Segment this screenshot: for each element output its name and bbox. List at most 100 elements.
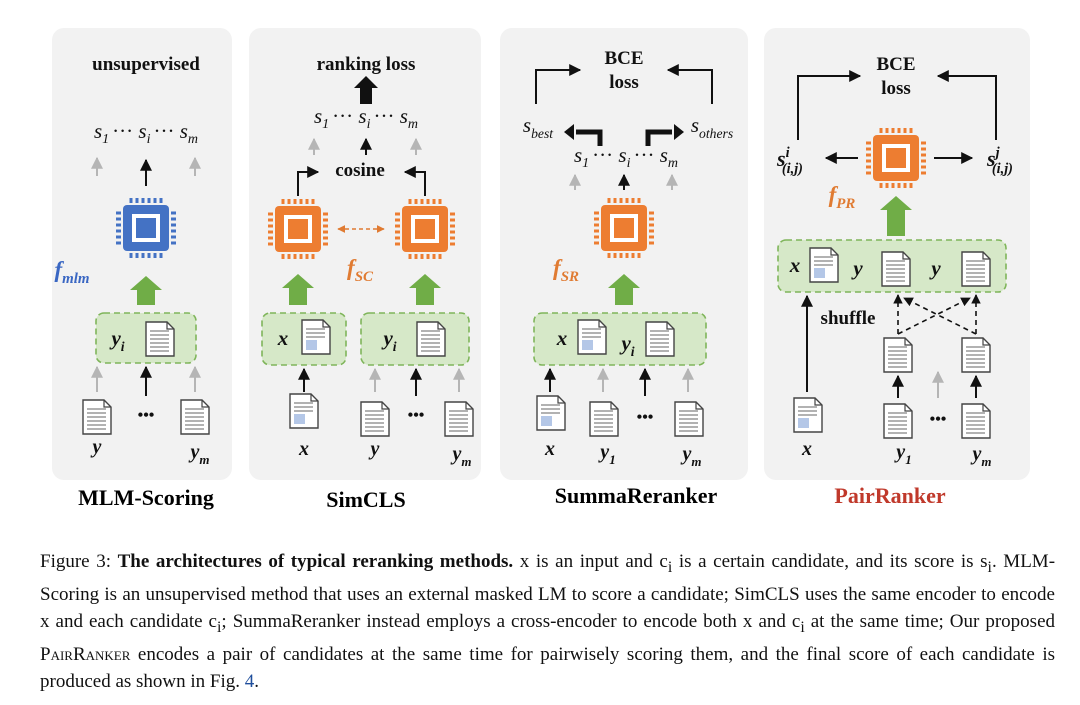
pair-input-label-x: x <box>801 438 812 460</box>
pair-loss-right-arrow <box>936 70 997 140</box>
simcls-cosine-label: cosine <box>335 160 385 181</box>
caption-fig-ref-link[interactable]: 4 <box>244 670 255 692</box>
summa-best-curve-head <box>564 124 574 140</box>
pair-header-bce: BCE <box>876 54 915 75</box>
simcls-input-box-y <box>360 312 470 366</box>
panel-title-summa: SummaReranker <box>555 483 718 508</box>
simcls-f-label: fSC <box>347 255 374 285</box>
pair-box-x-doc-icon <box>809 247 839 283</box>
pair-encoder-chip-icon <box>866 128 926 188</box>
pair-box-y2-doc-icon <box>961 251 991 287</box>
simcls-green-arrow-right <box>409 274 441 305</box>
simcls-input-label-y: y <box>369 438 380 460</box>
summa-input-label-x: x <box>544 438 555 460</box>
mlm-input-doc-2-icon <box>180 399 210 435</box>
pair-mid-doc-1-icon <box>883 337 913 373</box>
summa-loss-right-arrow <box>666 64 713 104</box>
caption-seg3: . MLM-Scoring is an unsupervised method … <box>40 551 1056 632</box>
summa-scores-row: s1··· si··· sm <box>574 143 678 171</box>
mlm-encoder-chip-icon <box>116 198 176 258</box>
summa-best-curve-arrow <box>576 129 603 146</box>
caption-seg5: at the same time; Our proposed <box>804 610 1055 632</box>
simcls-box-label-x: x <box>277 326 289 350</box>
simcls-box-x-doc-icon <box>301 319 331 355</box>
pair-box-label-x: x <box>789 253 801 277</box>
summa-loss-left-arrow <box>535 64 582 104</box>
summa-input-doc-x-icon <box>536 395 566 431</box>
figure-caption: Figure 3: The architectures of typical r… <box>40 548 1055 695</box>
summa-box-x-doc-icon <box>577 319 607 355</box>
simcls-loss-arrow <box>354 76 378 104</box>
pair-box-label-y1: y <box>850 256 863 280</box>
mlm-scores-row: s1··· si··· sm <box>94 119 198 147</box>
simcls-box-label-yi: yi <box>380 326 396 354</box>
mlm-input-label-y: y <box>91 436 102 458</box>
mlm-input-label-ym: ym <box>188 441 209 467</box>
simcls-scores-row: s1··· si··· sm <box>314 104 418 132</box>
caption-fig-label: Figure 3: <box>40 551 111 572</box>
mlm-green-arrow <box>130 276 162 305</box>
summa-input-label-y1: y1 <box>598 441 615 467</box>
simcls-input-doc-2-icon <box>444 401 474 437</box>
summa-input-doc-2-icon <box>674 401 704 437</box>
pair-input-doc-x-icon <box>793 397 823 433</box>
pair-green-arrow <box>880 196 912 236</box>
caption-seg3-sub: i <box>217 618 222 636</box>
figure-diagram: unsupervised s1··· si··· sm fmlm yi ••• y ym ra… <box>52 28 1030 512</box>
mlm-box-doc-icon <box>145 321 175 357</box>
summa-input-label-ym: ym <box>680 443 701 469</box>
caption-seg7: . <box>254 670 260 692</box>
pair-shuffle-label: shuffle <box>821 308 876 329</box>
simcls-input-doc-x-icon <box>289 393 319 429</box>
simcls-cosine-left-arrow <box>297 166 320 196</box>
pair-input-label-ym: ym <box>970 443 991 469</box>
pair-s-right-label: sj(i,j) <box>986 145 1013 177</box>
summa-green-arrow <box>608 274 640 305</box>
simcls-encoder-right-chip-icon <box>395 199 455 259</box>
mlm-input-doc-1-icon <box>82 399 112 435</box>
pair-s-left-label: si(i,j) <box>776 145 803 177</box>
summa-others-curve-head <box>674 124 684 140</box>
caption-seg4: ; SummaReranker instead employs a cross-… <box>221 610 801 632</box>
summa-box-y-doc-icon <box>645 321 675 357</box>
mlm-header-unsupervised: unsupervised <box>92 54 200 75</box>
summa-box-label-x: x <box>556 326 568 350</box>
simcls-encoder-left-chip-icon <box>268 199 328 259</box>
summa-input-doc-1-icon <box>589 401 619 437</box>
simcls-green-arrow-left <box>282 274 314 305</box>
pair-shuffle-cross-2 <box>903 297 977 335</box>
summa-s-best-label: sbest <box>523 113 554 141</box>
summa-f-label: fSR <box>553 255 579 285</box>
caption-seg1: x is an input and c <box>513 551 668 572</box>
pair-input-label-y1: y1 <box>894 441 911 467</box>
pair-box-label-y2: y <box>928 256 941 280</box>
mlm-box-label: yi <box>108 326 124 354</box>
summa-s-others-label: sothers <box>691 113 733 141</box>
summa-box-label-yi: yi <box>618 331 634 359</box>
panel-title-simcls: SimCLS <box>326 487 405 512</box>
caption-seg2: is a certain candidate, and its score is… <box>672 551 988 572</box>
caption-seg2-sub: i <box>987 558 992 576</box>
summa-encoder-chip-icon <box>594 198 654 258</box>
pair-input-doc-2-icon <box>961 403 991 439</box>
caption-seg1-sub: i <box>667 558 673 576</box>
pair-header-loss: loss <box>881 78 911 99</box>
summa-header-bce: BCE <box>604 48 643 69</box>
caption-pairranker: PairRanker <box>40 643 131 665</box>
panel-title-mlm: MLM-Scoring <box>78 485 214 510</box>
pair-f-label: fPR <box>829 182 856 212</box>
simcls-header-ranking-loss: ranking loss <box>317 54 416 75</box>
simcls-input-dots: ••• <box>408 407 425 424</box>
caption-bold-title: The architectures of typical reranking m… <box>117 551 514 572</box>
simcls-input-doc-1-icon <box>360 401 390 437</box>
simcls-input-label-x: x <box>298 438 309 460</box>
mlm-input-dots: ••• <box>138 407 155 424</box>
mlm-f-label: fmlm <box>54 257 89 287</box>
panel-title-pair: PairRanker <box>834 483 945 508</box>
summa-others-curve-arrow <box>645 129 672 146</box>
caption-seg4-sub: i <box>800 618 805 636</box>
panel-simcls-bg <box>249 28 481 480</box>
pair-mid-doc-2-icon <box>961 337 991 373</box>
panel-summa-bg <box>500 28 748 480</box>
pair-loss-left-arrow <box>797 70 862 140</box>
